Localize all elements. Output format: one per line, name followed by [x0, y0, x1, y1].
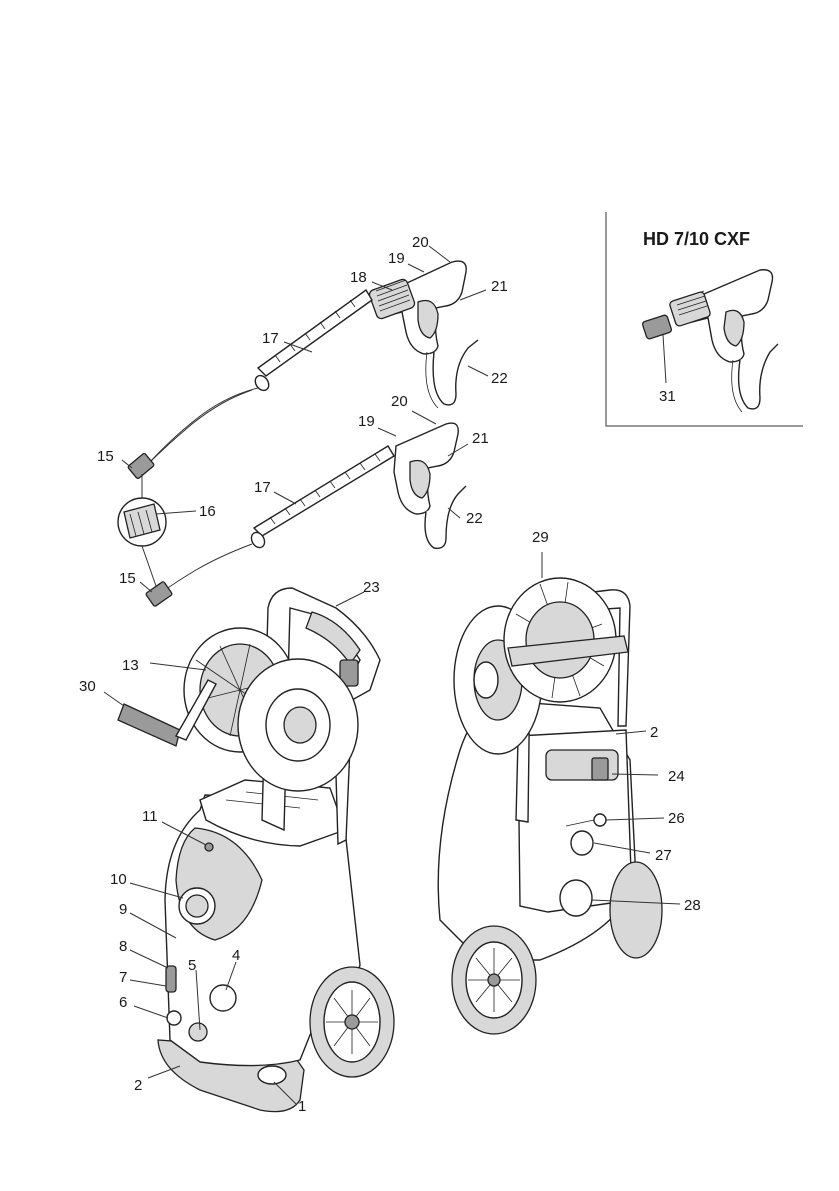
callout-31: 31 — [659, 388, 676, 405]
callout-13: 13 — [122, 657, 139, 674]
callout-29: 29 — [532, 529, 549, 546]
callout-2-rear: 2 — [650, 724, 658, 741]
callout-18: 18 — [350, 269, 367, 286]
callout-30: 30 — [79, 678, 96, 695]
leader-lines — [103, 245, 681, 1105]
callout-1: 1 — [298, 1098, 306, 1115]
callout-16: 16 — [199, 503, 216, 520]
callout-28: 28 — [684, 897, 701, 914]
callout-21-upper: 21 — [491, 278, 508, 295]
callout-22-upper: 22 — [491, 370, 508, 387]
inset-border — [605, 212, 803, 427]
callout-15-lower: 15 — [119, 570, 136, 587]
pressure-washer-front — [117, 587, 395, 1113]
callout-19-lower: 19 — [358, 413, 375, 430]
callout-2-front: 2 — [134, 1077, 142, 1094]
callout-19-upper: 19 — [388, 250, 405, 267]
callout-11: 11 — [142, 808, 158, 825]
callout-23: 23 — [363, 579, 380, 596]
callout-7: 7 — [119, 969, 127, 986]
callout-4: 4 — [232, 947, 240, 964]
callout-15-upper: 15 — [97, 448, 114, 465]
inset-spray-gun — [641, 269, 779, 413]
callout-27: 27 — [655, 847, 672, 864]
spray-gun-assembly-lower — [145, 422, 467, 607]
spray-gun-assembly-upper — [127, 260, 479, 480]
callout-21-lower: 21 — [472, 430, 489, 447]
inset-title: HD 7/10 CXF — [643, 229, 750, 249]
callout-17-lower: 17 — [254, 479, 271, 496]
callout-9: 9 — [119, 901, 127, 918]
callout-8: 8 — [119, 938, 127, 955]
callout-20-lower: 20 — [391, 393, 408, 410]
callout-24: 24 — [668, 768, 685, 785]
inset-panel: HD 7/10 CXF 31 — [605, 212, 803, 427]
callout-22-lower: 22 — [466, 510, 483, 527]
pressure-washer-rear — [437, 577, 663, 1035]
callout-26: 26 — [668, 810, 685, 827]
callout-17-upper: 17 — [262, 330, 279, 347]
callout-20-upper: 20 — [412, 234, 429, 251]
callout-5: 5 — [188, 957, 196, 974]
coupling-detail — [117, 474, 167, 587]
callout-10: 10 — [110, 871, 127, 888]
callout-labels: 20 19 18 21 17 22 20 19 21 15 17 16 22 2… — [79, 234, 701, 1115]
callout-6: 6 — [119, 994, 127, 1011]
